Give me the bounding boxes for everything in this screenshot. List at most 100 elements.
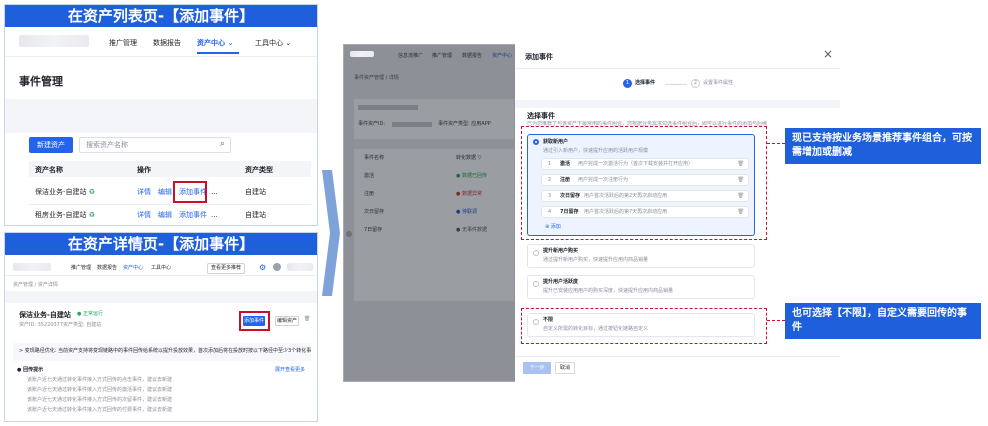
option-title: 提升用户活跃度	[543, 279, 579, 285]
step-1-indicator: 1	[623, 79, 632, 88]
option-description: 提升已安装应用用户的购买深度，快速提升应用内商品销量	[543, 288, 674, 294]
row-add-event-link[interactable]: 添加事件	[179, 188, 207, 196]
asset-list-panel: 在资产列表页-【添加事件】 推广管理 数据报告 资产中心 ⌄ 工具中心 ⌄ 事件…	[4, 4, 318, 226]
row-detail-link[interactable]: 详情	[137, 211, 151, 219]
status-badge: ● 正常运行	[77, 311, 103, 317]
event-row-status: ● 待联调	[456, 209, 477, 215]
nav-item-reports[interactable]: 数据报告	[153, 39, 181, 47]
table-header	[29, 161, 311, 177]
nav-item-asset-center[interactable]: 资产中心 ⌄	[197, 39, 234, 47]
flow-arrow	[322, 170, 340, 296]
nav-item-feed: 信息流推广	[398, 53, 424, 59]
nav-item-promotion: 推广管理	[432, 53, 453, 59]
event-description: 用户首次活跃后的第7天再次启动应用	[584, 209, 668, 215]
event-name: 次日留存	[560, 193, 581, 199]
event-row-name: 次日留存	[364, 209, 385, 215]
step-connector	[665, 84, 687, 85]
search-icon[interactable]: ⌕	[219, 139, 225, 149]
radio-selected[interactable]	[533, 139, 539, 145]
row-more-button[interactable]: ...	[211, 188, 218, 196]
nav-item-tools[interactable]: 工具中心 ⌄	[255, 39, 292, 47]
gear-icon[interactable]: ⚙	[259, 263, 267, 272]
highlight-add-event-box	[239, 311, 270, 331]
row-edit-link[interactable]: 编辑	[158, 211, 172, 219]
nav-item-reports: 数据报告	[462, 53, 483, 59]
event-item[interactable]: 2 注册 用户完成一次注册行为 🗑	[541, 174, 749, 186]
nav-item-reports[interactable]: 数据报告	[97, 265, 118, 271]
nav-divider	[5, 275, 317, 276]
section-title: 选择事件	[527, 112, 555, 120]
event-index: 3	[548, 193, 552, 199]
detail-page-banner: 在资产详情页-【添加事件】	[5, 233, 317, 255]
event-item[interactable]: 1 激活 用户完成一次激活行为（首次下载安装并打开应用） 🗑	[541, 158, 749, 170]
event-item[interactable]: 4 7日留存 用户首次活跃后的第7天再次启动应用 🗑	[541, 206, 749, 218]
event-item[interactable]: 3 次日留存 用户首次活跃后的第2天再次启动应用 🗑	[541, 190, 749, 202]
avatar[interactable]	[273, 263, 281, 271]
add-event-link[interactable]: ⊕ 添加	[545, 224, 561, 230]
new-asset-button[interactable]: 新建资产	[29, 137, 73, 153]
event-row-name: 7日留存	[364, 227, 383, 233]
event-table	[354, 149, 514, 301]
event-description: 用户完成一次注册行为	[578, 177, 629, 183]
table-row-name: 租房业务-自建站 ♻	[35, 211, 96, 219]
trash-icon[interactable]: 🗑	[737, 209, 744, 215]
trash-icon[interactable]: 🗑	[737, 193, 744, 199]
row-asset-type: 自建站	[245, 188, 266, 196]
step-1-label: 选择事件	[635, 80, 656, 86]
blurred-asset-id	[392, 122, 432, 127]
edit-asset-button[interactable]: 编辑资产	[275, 316, 299, 326]
highlight-add-event-box	[173, 181, 207, 203]
table-row-name: 保洁业务-自建站 ♻	[35, 188, 96, 196]
trash-icon[interactable]: 🗑	[737, 177, 744, 183]
callout-unlimited: 也可选择【不限】，自定义需要回传的事件	[785, 303, 981, 339]
blurred-logo	[350, 51, 374, 57]
cancel-button[interactable]: 取消	[555, 362, 575, 374]
radio-unselected[interactable]	[533, 250, 539, 256]
option-unlimited[interactable]	[527, 313, 755, 337]
chevron-down-icon: ⌄	[227, 39, 234, 47]
next-button[interactable]: 下一步	[523, 362, 551, 374]
breadcrumb: 事件资产管理 / 详情	[354, 75, 399, 81]
highlight-recommended-combo	[521, 126, 767, 240]
event-row-status: ● 数据已回传	[456, 173, 487, 179]
hint-title: ● 回传提示	[17, 367, 44, 373]
chevron-down-icon: ⌄	[285, 39, 292, 47]
hint-line: 该账户近七天通过转化事件接入方式回传的点击事件，建议去新建	[27, 377, 173, 383]
row-more-button[interactable]: ...	[211, 211, 218, 219]
add-event-button[interactable]: 添加事件	[243, 316, 265, 326]
section-description: 已为您推荐了与该资产下最常用的事件组合，您根据业务需求勾选事件组合后，即可以进行…	[527, 121, 767, 127]
asset-detail-panel: 在资产详情页-【添加事件】 推广管理 数据报告 资产中心 工具中心 查看更多推荐…	[4, 232, 318, 422]
close-icon[interactable]: ×	[823, 47, 834, 61]
row-edit-link[interactable]: 编辑	[158, 188, 172, 196]
list-page-banner: 在资产列表页-【添加事件】	[5, 5, 317, 27]
radio-unselected[interactable]	[533, 281, 539, 287]
nav-item-tools[interactable]: 工具中心	[151, 265, 172, 271]
recommend-chip[interactable]: 查看更多推荐	[207, 263, 246, 274]
callout-recommend-combo: 现已支持按业务场景推荐事件组合，可按需增加或删减	[785, 128, 981, 164]
nav-item-asset-center[interactable]: 资产中心	[123, 265, 144, 271]
expand-more-link[interactable]: 展开查看更多	[275, 367, 306, 373]
option-new-user-purchase[interactable]	[527, 244, 755, 268]
radio-unselected[interactable]	[533, 319, 539, 325]
step-2-indicator: 2	[691, 79, 700, 88]
optimization-notice: > 变现路径优化: 当前资产支持将变现链路中的事件回传给系统以提升投放效果，首次…	[13, 343, 311, 361]
trash-icon[interactable]: 🗑	[737, 161, 744, 167]
event-name: 激活	[560, 161, 571, 167]
row-asset-type: 自建站	[245, 211, 266, 219]
asset-type: 资产类型: 自建站	[63, 322, 102, 328]
nav-item-asset-center: 资产中心	[492, 53, 513, 59]
option-user-activity[interactable]	[527, 275, 755, 299]
nav-item-promotion[interactable]: 推广管理	[71, 265, 92, 271]
breadcrumb: 资产管理 / 资产详情	[13, 282, 58, 288]
row-detail-link[interactable]: 详情	[137, 188, 151, 196]
search-input[interactable]: 搜索资产名称 ⌕	[79, 137, 231, 153]
nav-item-promotion[interactable]: 推广管理	[109, 39, 137, 47]
row-add-event-link[interactable]: 添加事件	[179, 211, 207, 219]
col-asset-type: 资产类型	[245, 166, 273, 174]
col-asset-name: 资产名称	[35, 166, 63, 174]
delete-icon[interactable]: 🗑	[304, 316, 311, 322]
event-description: 用户完成一次激活行为（首次下载安装并打开应用）	[578, 161, 694, 167]
asset-type-label: 事件资产类型: 应用APP	[438, 121, 491, 127]
drawer-title: 添加事件	[525, 53, 553, 61]
hint-line: 该账户近七天通过转化事件接入方式回传的次留事件，建议去新建	[27, 397, 173, 403]
